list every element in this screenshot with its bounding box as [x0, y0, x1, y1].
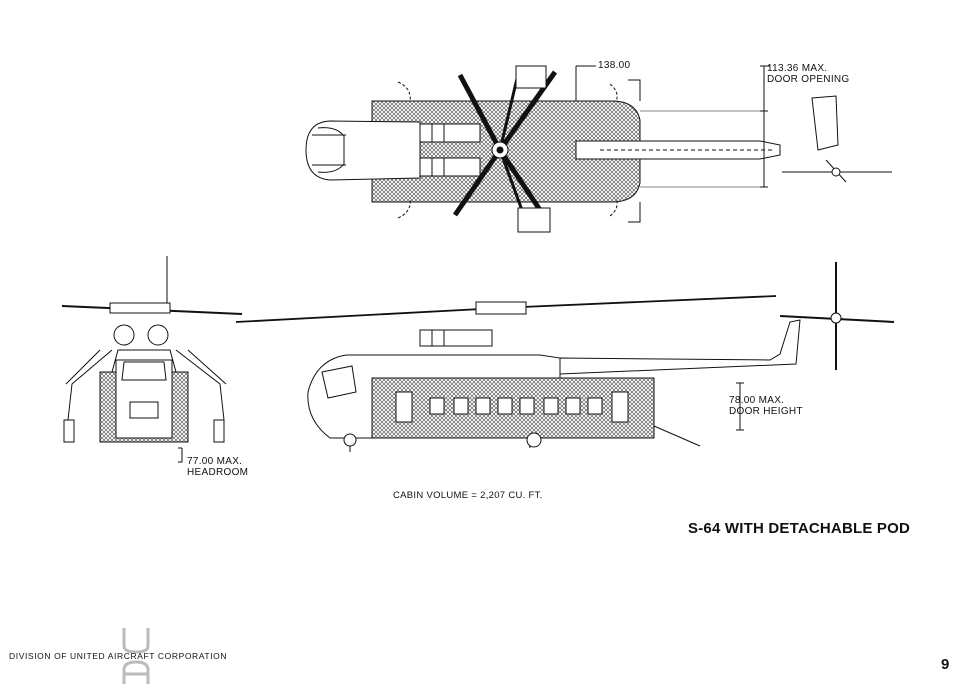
top-fuselage	[305, 120, 421, 181]
top-tail-rotor	[811, 95, 839, 151]
rotor-span-dimension: 138.00	[598, 60, 631, 71]
side-view	[235, 262, 895, 452]
ua-logo	[122, 628, 150, 684]
door-height-dimension: 78.00 MAX. DOOR HEIGHT	[729, 395, 803, 417]
top-view	[305, 65, 892, 233]
door-opening-dimension: 113.36 MAX. DOOR OPENING	[767, 63, 850, 85]
cabin-volume-label: CABIN VOLUME = 2,207 CU. FT.	[393, 490, 543, 501]
page-title: S-64 WITH DETACHABLE POD	[688, 520, 911, 537]
side-pod	[371, 377, 655, 439]
front-view	[61, 256, 243, 463]
headroom-dimension: 77.00 MAX. HEADROOM	[187, 456, 249, 478]
page-number: 9	[941, 656, 950, 673]
division-footer: DIVISION OF UNITED AIRCRAFT CORPORATION	[9, 651, 228, 661]
top-main-rotor	[452, 65, 558, 233]
side-tail-boom	[559, 319, 801, 375]
